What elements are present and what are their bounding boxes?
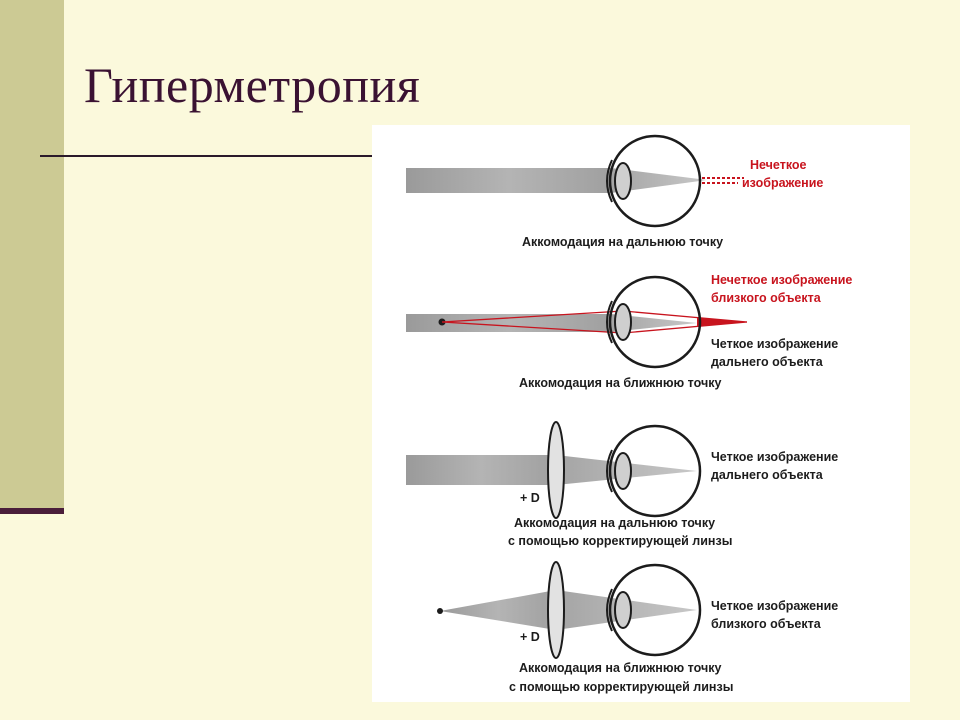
panel-4: + D Четкое изображение близкого объекта … <box>437 561 838 694</box>
eyeball <box>608 424 702 518</box>
label-blurry-1b: изображение <box>742 176 823 190</box>
eyeball <box>608 275 702 369</box>
cornea <box>606 588 613 632</box>
eye-lens <box>614 162 632 200</box>
caption-4a: Аккомодация на ближнюю точку <box>519 661 721 675</box>
label-clear-far-b: дальнего объекта <box>711 468 824 482</box>
near-focus-tip <box>697 318 747 326</box>
panel-3: + D Четкое изображение дальнего объекта … <box>406 421 838 548</box>
lens-power-label: + D <box>520 491 540 505</box>
label-blurry-1a: Нечеткое <box>750 158 807 172</box>
label-blurry-near-b: близкого объекта <box>711 291 822 305</box>
title-underline <box>40 155 375 157</box>
hyperopia-diagram: Нечеткое изображение Аккомодация на даль… <box>372 125 910 702</box>
left-accent-bar-edge <box>0 508 64 514</box>
left-accent-bar <box>0 0 64 512</box>
cornea <box>606 300 613 344</box>
cornea <box>606 449 613 493</box>
label-clear-near-b: близкого объекта <box>711 617 822 631</box>
label-clear-far-b: дальнего объекта <box>711 355 824 369</box>
eye-lens <box>614 452 632 490</box>
light-beam <box>406 314 611 332</box>
slide-title: Гиперметропия <box>84 57 421 113</box>
corrective-lens <box>547 421 565 519</box>
corrective-lens <box>547 561 565 659</box>
light-beam <box>406 168 611 193</box>
label-clear-far-a: Четкое изображение <box>711 450 838 464</box>
eyeball <box>608 563 702 657</box>
label-clear-far-a: Четкое изображение <box>711 337 838 351</box>
near-object-point <box>437 608 443 614</box>
caption-1: Аккомодация на дальнюю точку <box>522 235 723 249</box>
caption-3b: с помощью корректирующей линзы <box>508 534 732 548</box>
light-beam <box>406 455 556 485</box>
refracted-cone <box>611 168 707 193</box>
panel-2: Нечеткое изображение близкого объекта Че… <box>406 273 852 390</box>
eyeball <box>608 134 702 228</box>
caption-2: Аккомодация на ближнюю точку <box>519 376 721 390</box>
eye-lens <box>614 303 632 341</box>
eye-lens <box>614 591 632 629</box>
lens-power-label: + D <box>520 630 540 644</box>
label-clear-near-a: Четкое изображение <box>711 599 838 613</box>
cornea <box>606 159 613 203</box>
caption-3a: Аккомодация на дальнюю точку <box>514 516 715 530</box>
label-blurry-near-a: Нечеткое изображение <box>711 273 852 287</box>
refracted-cone <box>611 314 697 332</box>
diverging-beam <box>440 590 556 630</box>
caption-4b: с помощью корректирующей линзы <box>509 680 733 694</box>
panel-1: Нечеткое изображение Аккомодация на даль… <box>406 134 823 249</box>
